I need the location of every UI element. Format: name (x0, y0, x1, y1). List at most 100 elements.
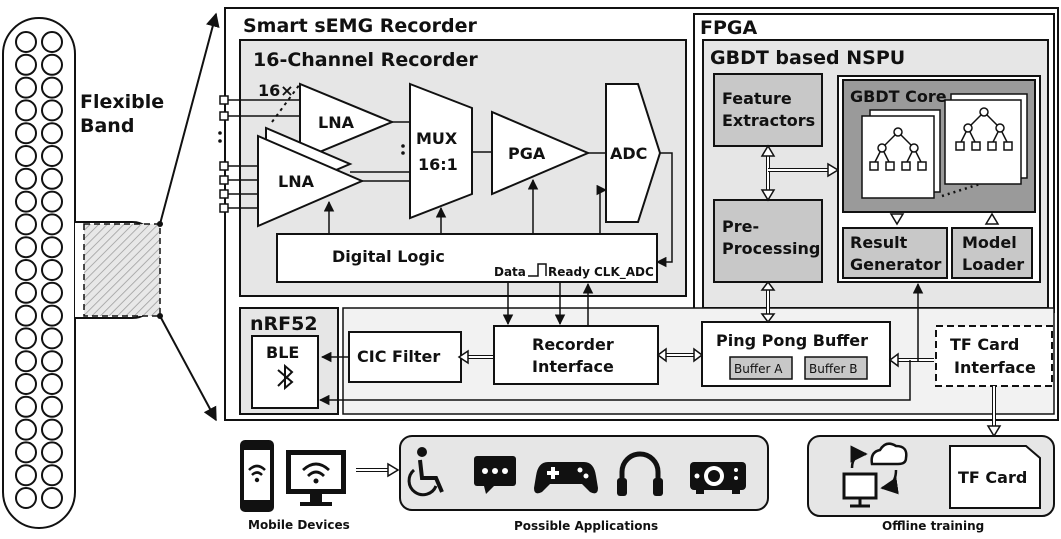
electrode (41, 464, 63, 487)
recorder-title: Smart sEMG Recorder (243, 15, 477, 37)
adc-label: ADC (610, 144, 647, 163)
chat-icon (474, 456, 516, 494)
tf-card-interface (935, 325, 1053, 387)
electrode (15, 464, 37, 487)
electrode (15, 259, 37, 281)
monitor-wifi-icon (286, 450, 346, 506)
model-loader (951, 227, 1033, 279)
rec-if-label-1: Recorder (532, 335, 614, 354)
zoom-line-bottom (159, 315, 217, 422)
headphones-icon (617, 451, 663, 496)
nrf52-title: nRF52 (250, 313, 318, 335)
adc (605, 83, 662, 223)
rec-if-label-2: Interface (532, 357, 614, 376)
gamepad-icon (534, 462, 598, 494)
band-strap (2, 17, 76, 529)
phone-wifi-icon (240, 440, 274, 512)
feature-label-1: Feature (722, 89, 792, 108)
tree-icon (955, 107, 1013, 151)
lna-front-label: LNA (278, 172, 315, 191)
electrode (41, 259, 63, 281)
electrode (41, 350, 63, 373)
electrode (41, 167, 63, 190)
electrode (15, 395, 37, 418)
electrode (41, 145, 63, 167)
electrode (15, 281, 37, 304)
signal-clk: CLK_ADC (594, 265, 654, 280)
ready-pulse (528, 263, 547, 277)
electrode (41, 327, 63, 350)
digital-logic-label: Digital Logic (332, 247, 445, 266)
electrode (41, 236, 63, 259)
projector-icon (690, 462, 746, 494)
model-label-1: Model (962, 233, 1017, 252)
cloud-sync-icon (842, 442, 908, 508)
electrode (41, 76, 63, 99)
electrode (15, 99, 37, 122)
electrode (15, 213, 37, 236)
feature-extractors (713, 73, 823, 147)
buffer-a (729, 356, 793, 380)
electrode (15, 122, 37, 145)
mux-label-2: 16:1 (418, 155, 458, 174)
feature-label-2: Extractors (722, 111, 815, 130)
electrode (41, 373, 63, 395)
electrode (41, 418, 63, 441)
tree-icon (869, 127, 927, 171)
model-label-2: Loader (962, 255, 1024, 274)
electrode-grid (15, 31, 63, 509)
pga (491, 110, 591, 196)
electrode (41, 304, 63, 327)
result-label-1: Result (850, 233, 908, 252)
pga-label: PGA (508, 144, 546, 163)
electrode (15, 145, 37, 167)
signal-data: Data (494, 265, 526, 279)
electrode (41, 53, 63, 76)
wheelchair-icon (407, 447, 444, 497)
electrode (41, 190, 63, 213)
result-label-2: Generator (850, 255, 942, 274)
lna-back (299, 82, 395, 162)
ble-label: BLE (266, 343, 299, 362)
electrode (15, 487, 37, 509)
buffer-b-label: Buffer B (809, 362, 857, 376)
cic-label: CIC Filter (357, 347, 440, 366)
buffer-a-label: Buffer A (734, 362, 783, 376)
gbdt-core-title: GBDT Core (850, 87, 947, 106)
pre-label-2: Processing (722, 239, 820, 258)
electrode (15, 304, 37, 327)
zoom-line-top (159, 12, 220, 225)
electrode (15, 167, 37, 190)
electrode (41, 281, 63, 304)
pre-processing (713, 199, 823, 283)
tf-card-label: TF Card (958, 468, 1027, 487)
electrode (15, 327, 37, 350)
electrode (15, 418, 37, 441)
band-label-2: Band (80, 115, 134, 137)
pre-label-1: Pre- (722, 217, 759, 236)
input-pins (218, 83, 301, 213)
tf-if-label-1: TF Card (950, 335, 1019, 354)
lna-front (257, 134, 365, 228)
electrode (15, 236, 37, 259)
sd-card-icon (949, 445, 1041, 509)
mobile-caption: Mobile Devices (248, 518, 350, 532)
electrode (41, 122, 63, 145)
channel-count: 16× (258, 81, 294, 100)
signal-ready: Ready (548, 265, 590, 279)
offline-caption: Offline training (882, 519, 984, 533)
sensor-area (83, 223, 161, 317)
electrode (15, 31, 37, 53)
electrode (15, 441, 37, 464)
electrode (41, 395, 63, 418)
electrode (41, 99, 63, 122)
electrode (41, 213, 63, 236)
electrode (15, 350, 37, 373)
electrode (15, 76, 37, 99)
pingpong-label: Ping Pong Buffer (716, 331, 868, 350)
channel-recorder-title: 16-Channel Recorder (253, 49, 478, 71)
digital-logic (276, 233, 658, 283)
electrode (15, 190, 37, 213)
lna-back-label: LNA (318, 113, 355, 132)
